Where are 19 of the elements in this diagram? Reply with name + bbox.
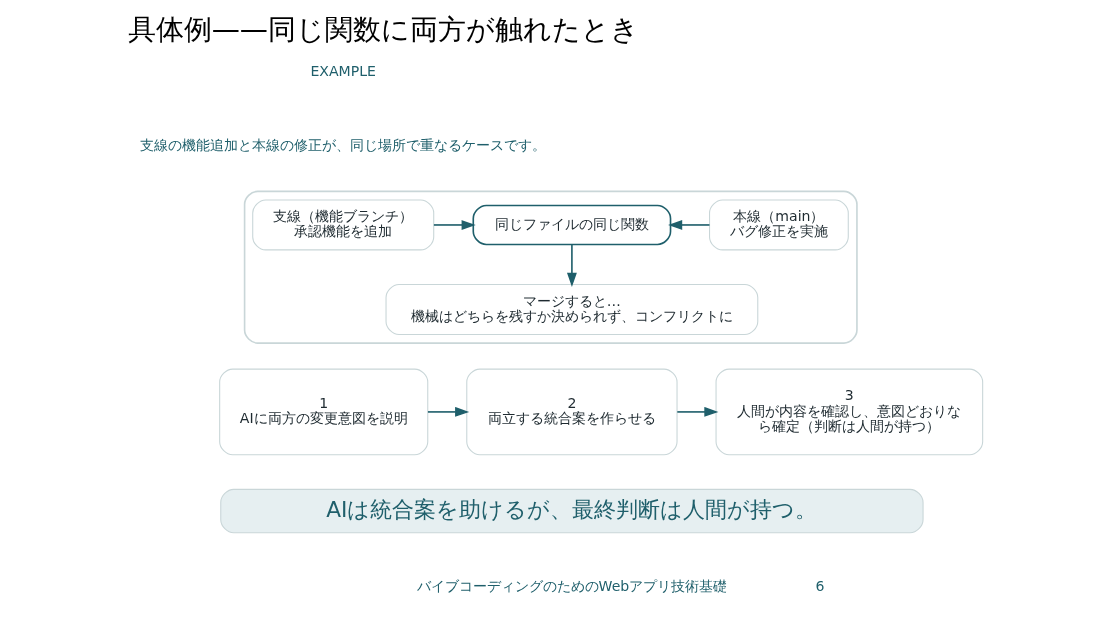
cluster	[243, 190, 858, 344]
node-box: 3 人間が内容を確認し、意図どおりなら確定（判断は人間が持つ）	[715, 368, 983, 456]
arrow	[667, 220, 710, 230]
node-box: 1 AIに両方の変更意図を説明	[218, 368, 428, 456]
diagram-title: 具体例——同じ関数に両方が触れたとき	[127, 13, 639, 47]
arrow	[566, 243, 577, 287]
node-box: 本線（main） バグ修正を実施	[708, 199, 849, 251]
label: 6	[815, 577, 825, 594]
label: EXAMPLE	[309, 62, 376, 79]
node-box: マージすると… 機械はどちらを残すか決められず、コンフリクトに	[385, 284, 758, 335]
label: バイブコーディングのためのWebアプリ技術基礎	[416, 577, 727, 594]
node-box: 支線（機能ブランチ） 承認機能を追加	[251, 199, 434, 251]
arrow	[676, 407, 718, 417]
label: 支線の機能追加と本線の修正が、同じ場所で重なるケースです。	[139, 136, 546, 153]
node-box: 2 両立する統合案を作らせる	[465, 368, 678, 456]
node-box: AIは統合案を助けるが、最終判断は人間が持つ。	[219, 488, 924, 534]
arrow	[432, 220, 476, 230]
arrow	[426, 407, 469, 417]
node-box: 同じファイルの同じ関数	[471, 204, 671, 246]
